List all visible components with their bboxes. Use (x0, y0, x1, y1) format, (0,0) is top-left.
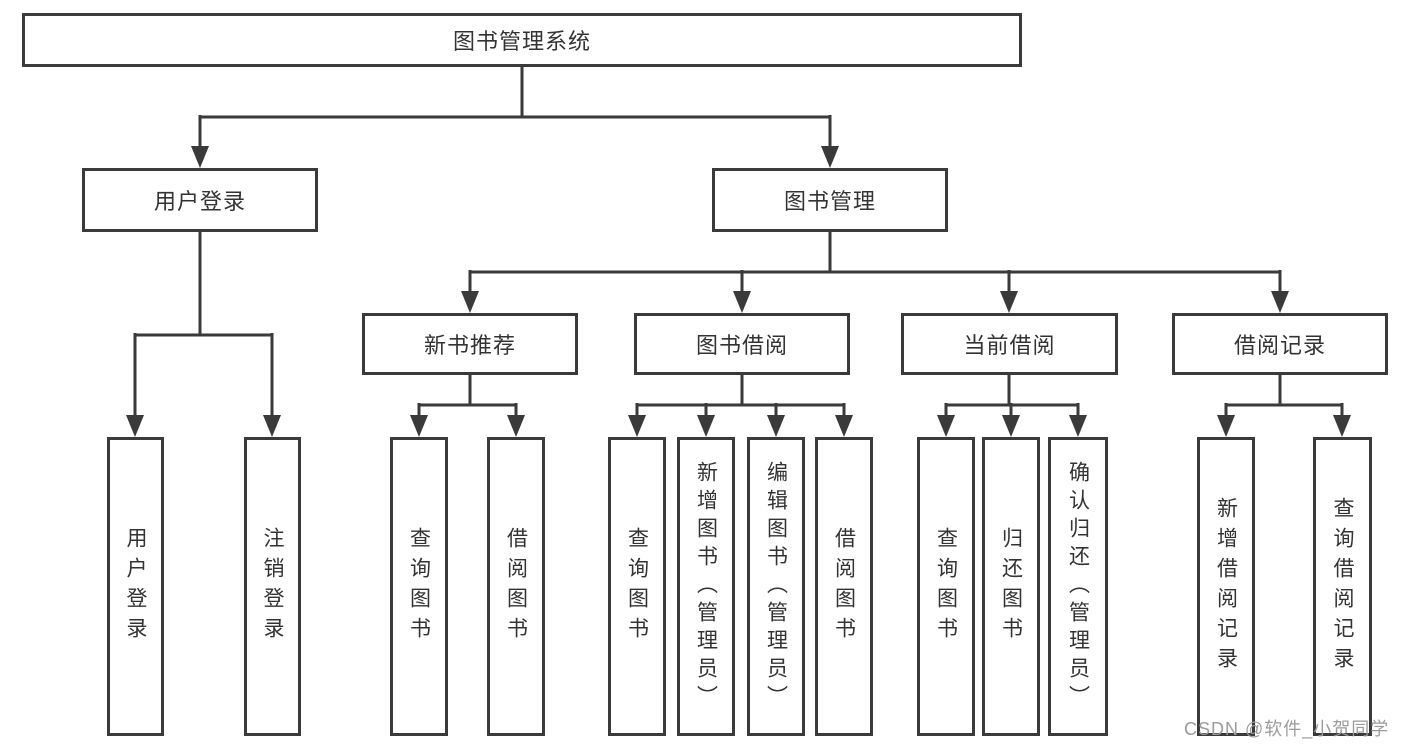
leaf-borrow-query-books-label: 查询图书 (625, 526, 649, 647)
leaf-records-add-record: 新增借阅记录 (1197, 437, 1255, 736)
node-book-borrowing: 图书借阅 (634, 313, 850, 375)
node-book-management-label: 图书管理 (783, 189, 876, 214)
node-current-borrowing-label: 当前借阅 (963, 333, 1056, 358)
leaf-logout-label: 注销登录 (261, 526, 284, 647)
node-root: 图书管理系统 (22, 13, 1022, 67)
leaf-records-query-record-label: 查询借阅记录 (1331, 496, 1354, 677)
leaf-user-login-label: 用户登录 (124, 526, 147, 647)
leaf-current-confirm-return-admin-label: 确认归还（管理员） (1066, 460, 1090, 713)
leaf-borrow-add-books-admin: 新增图书（管理员） (677, 437, 735, 736)
node-new-book-recommend-label: 新书推荐 (423, 333, 516, 358)
node-borrowing-records-label: 借阅记录 (1233, 333, 1326, 358)
leaf-current-query-books: 查询图书 (917, 437, 975, 736)
node-user-login-label: 用户登录 (153, 189, 246, 214)
leaf-logout: 注销登录 (244, 437, 301, 736)
arrowheads (126, 146, 1351, 437)
leaf-current-confirm-return-admin: 确认归还（管理员） (1048, 437, 1108, 736)
leaf-borrow-borrow-books-label: 借阅图书 (832, 526, 856, 647)
node-book-management: 图书管理 (712, 168, 948, 232)
leaf-newbook-borrow-books-label: 借阅图书 (504, 526, 528, 647)
node-borrowing-records: 借阅记录 (1172, 313, 1388, 375)
leaf-current-return-books: 归还图书 (982, 437, 1040, 736)
node-new-book-recommend: 新书推荐 (362, 313, 578, 375)
leaf-borrow-add-books-admin-label: 新增图书（管理员） (694, 460, 718, 713)
csdn-watermark: CSDN @软件_小贺同学 (1184, 719, 1390, 739)
leaf-borrow-edit-books-admin-label: 编辑图书（管理员） (764, 460, 788, 713)
node-book-borrowing-label: 图书借阅 (695, 333, 788, 358)
leaf-newbook-query-books: 查询图书 (390, 437, 448, 736)
leaf-current-return-books-label: 归还图书 (999, 526, 1023, 647)
leaf-current-query-books-label: 查询图书 (934, 526, 958, 647)
leaf-user-login: 用户登录 (107, 437, 164, 736)
leaf-records-query-record: 查询借阅记录 (1313, 437, 1372, 736)
node-root-label: 图书管理系统 (452, 29, 591, 54)
node-user-login: 用户登录 (82, 168, 318, 232)
node-current-borrowing: 当前借阅 (901, 313, 1118, 375)
leaf-newbook-query-books-label: 查询图书 (407, 526, 431, 647)
leaf-newbook-borrow-books: 借阅图书 (487, 437, 545, 736)
leaf-borrow-query-books: 查询图书 (608, 437, 666, 736)
leaf-borrow-borrow-books: 借阅图书 (815, 437, 873, 736)
leaf-borrow-edit-books-admin: 编辑图书（管理员） (747, 437, 805, 736)
leaf-records-add-record-label: 新增借阅记录 (1214, 496, 1238, 677)
